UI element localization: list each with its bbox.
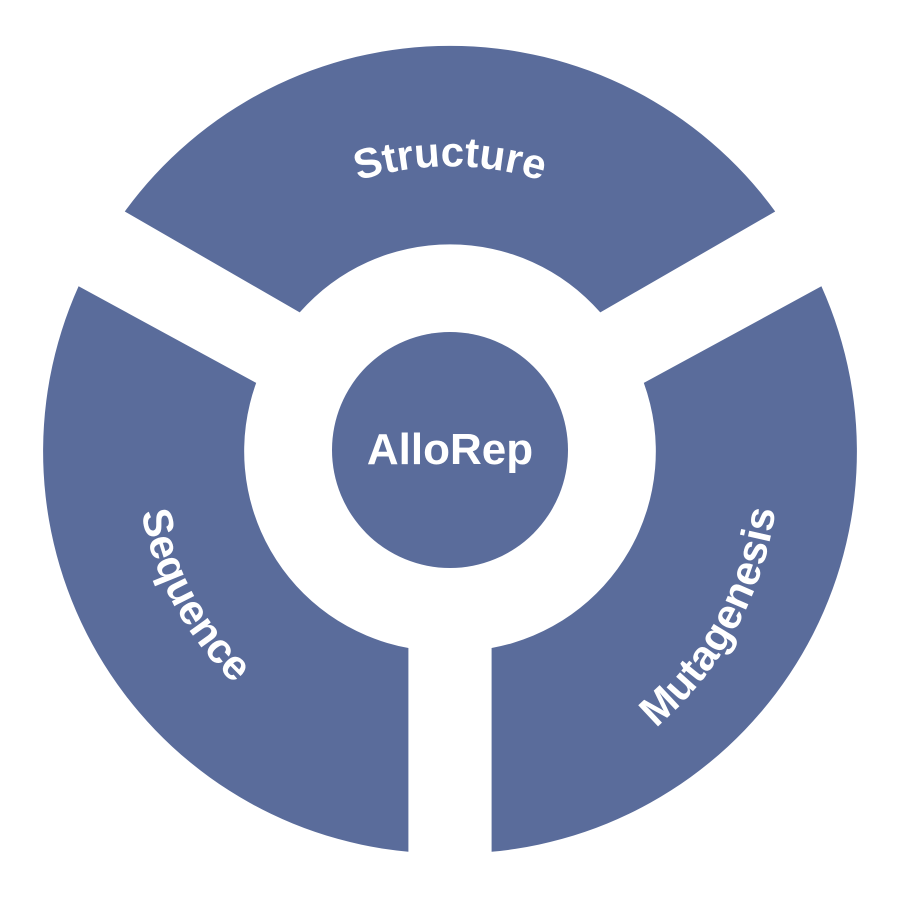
segment-structure[interactable] bbox=[124, 45, 776, 313]
center-label: AlloRep bbox=[367, 425, 533, 474]
segment-mutagenesis[interactable] bbox=[491, 286, 857, 852]
center-hub[interactable] bbox=[332, 332, 568, 568]
segment-sequence[interactable] bbox=[43, 286, 409, 852]
